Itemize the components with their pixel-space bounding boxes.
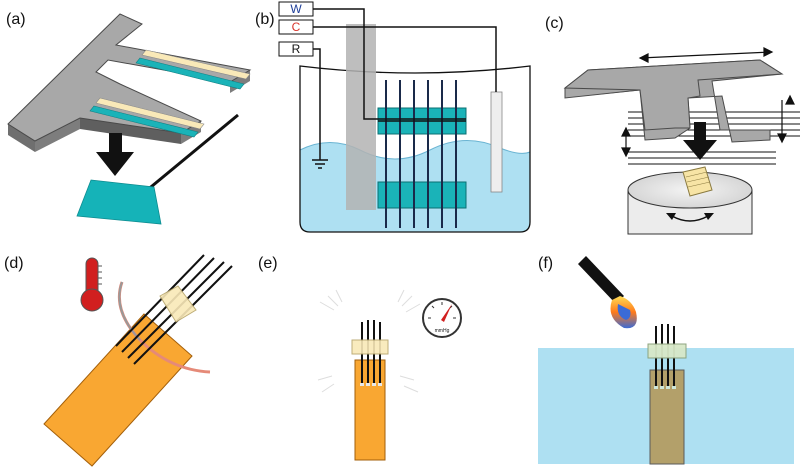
lead-wire-a — [139, 113, 239, 198]
panel-label-b: (b) — [255, 11, 275, 28]
contact-pads-f — [654, 386, 676, 389]
torch-icon — [578, 256, 637, 329]
down-arrow-c — [683, 122, 717, 160]
tape-d — [159, 285, 197, 323]
working-electrode-label: W — [290, 2, 302, 16]
down-arrow-a — [96, 133, 134, 176]
gauge-unit-label: mmHg — [435, 328, 450, 334]
panel-label-a: (a) — [6, 11, 26, 28]
sample-holder — [346, 24, 376, 210]
panel-label-d: (d) — [4, 255, 24, 272]
pressure-gauge-icon: mmHg — [422, 298, 462, 338]
panel-label-e: (e) — [258, 255, 278, 272]
tape-e — [351, 339, 389, 355]
stretch-arrows — [621, 47, 795, 158]
sample-chip — [682, 166, 713, 197]
tape-layers-a — [89, 49, 251, 138]
reference-electrode-label: R — [292, 42, 301, 56]
vacuum-lines — [317, 289, 421, 393]
electrode-block-bottom — [377, 181, 467, 209]
panel-label-c: (c) — [545, 15, 564, 32]
contact-pads-e — [360, 383, 382, 386]
panel-d: (d) — [4, 254, 233, 467]
panel-a: (a) — [6, 11, 252, 225]
electrode-wires — [385, 80, 457, 228]
e-frame-c — [563, 59, 784, 143]
potentiostat-leads: W C R — [278, 1, 497, 169]
panel-c: (c) — [545, 15, 800, 235]
conductive-sheet-a — [76, 179, 162, 225]
reference-electrode — [490, 91, 503, 193]
panel-label-f: (f) — [538, 255, 553, 272]
tape-f — [647, 343, 687, 359]
panel-f: (f) — [538, 255, 794, 465]
panel-e: (e) — [258, 255, 462, 461]
e-frame-a — [7, 13, 252, 152]
substrate-strip-d — [43, 313, 193, 467]
thermometer-icon — [80, 257, 104, 312]
counter-electrode-label: C — [292, 20, 301, 34]
panel-b: (b) W C R — [255, 1, 531, 233]
